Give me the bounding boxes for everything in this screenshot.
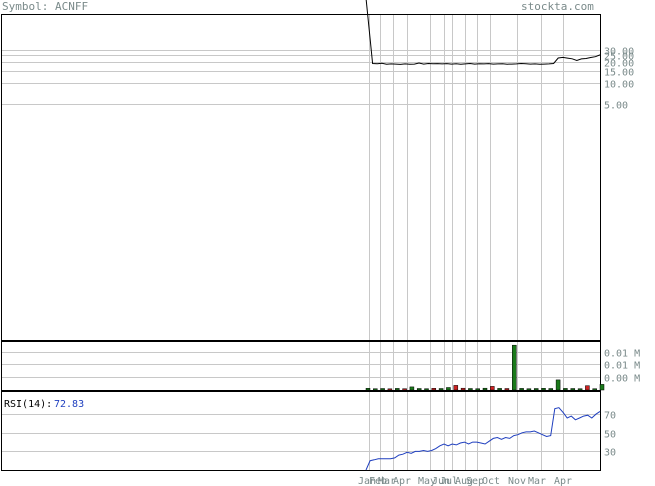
volume-bar <box>548 388 554 391</box>
rsi-tick-label: 70 <box>604 411 616 422</box>
volume-bar <box>365 388 371 391</box>
price-line <box>365 0 601 65</box>
volume-bar <box>585 385 590 391</box>
month-tick-label: Jun <box>432 476 450 486</box>
volume-bar <box>453 385 459 391</box>
rsi-tick-label: 30 <box>604 448 616 459</box>
rsi-line <box>365 407 601 471</box>
month-tick-label: Sep <box>466 476 484 486</box>
month-tick-label: Apr <box>393 476 411 486</box>
volume-bar <box>555 379 561 391</box>
volume-tick-label: 0.01 M <box>604 349 640 360</box>
volume-bar <box>395 388 400 391</box>
month-tick-label: Jul <box>440 476 458 486</box>
symbol-value: ACNFF <box>54 0 89 13</box>
panel-frame-2 <box>1 391 601 471</box>
rsi-panel <box>365 407 601 471</box>
month-tick-label: Feb <box>369 476 387 486</box>
volume-bar <box>599 384 605 391</box>
rsi-title: RSI(14): <box>4 399 52 410</box>
site-name[interactable]: stockta.com <box>521 0 594 13</box>
volume-bar <box>482 387 488 391</box>
volume-bar <box>504 388 510 391</box>
month-tick-label: Mar <box>528 476 546 486</box>
volume-bar <box>416 388 422 391</box>
volume-bar <box>446 387 451 391</box>
rsi-tick-label: 50 <box>604 430 616 441</box>
month-tick-label: Oct <box>482 476 500 486</box>
axis-labels: 30.0025.0020.0015.0010.005.00JanFebMarAp… <box>358 47 640 486</box>
volume-bar <box>402 388 407 391</box>
volume-bar <box>424 388 429 391</box>
panel-frames <box>1 14 601 471</box>
volume-bar <box>431 388 437 391</box>
price-panel <box>365 0 601 65</box>
grid-layer <box>1 14 600 470</box>
volume-bar <box>512 344 517 391</box>
volume-bar <box>380 388 385 391</box>
volume-bar <box>526 388 532 391</box>
volume-panel <box>365 344 605 391</box>
volume-tick-label: 0.00 M <box>604 374 640 385</box>
volume-bar <box>475 388 480 391</box>
month-tick-label: Apr <box>554 476 572 486</box>
month-tick-label: Jan <box>358 476 376 486</box>
volume-bar <box>541 388 546 391</box>
month-tick-label: Nov <box>508 476 526 486</box>
volume-bar <box>592 388 597 391</box>
month-tick-label: Aug <box>455 476 473 486</box>
month-tick-label: May <box>418 476 436 486</box>
volume-bar <box>563 388 568 391</box>
month-tick-label: Mar <box>378 476 396 486</box>
price-tick-label: 10.00 <box>604 80 634 91</box>
volume-bar <box>460 387 466 391</box>
volume-bar <box>570 388 576 391</box>
volume-bar <box>373 388 378 391</box>
panel-frame-1 <box>1 341 601 391</box>
volume-bar <box>438 388 444 391</box>
price-tick-label: 20.00 <box>604 59 634 70</box>
volume-tick-label: 0.01 M <box>604 361 640 372</box>
volume-bar <box>490 386 495 391</box>
volume-bar <box>519 388 524 391</box>
volume-bar <box>533 388 539 391</box>
price-tick-label: 30.00 <box>604 47 634 58</box>
volume-bar <box>468 388 473 391</box>
symbol-label: Symbol: <box>2 0 49 13</box>
price-tick-label: 5.00 <box>604 101 628 112</box>
price-tick-label: 25.00 <box>604 52 634 63</box>
volume-bar <box>497 388 502 391</box>
volume-bar <box>409 386 415 391</box>
price-tick-label: 15.00 <box>604 68 634 79</box>
panel-frame-0 <box>1 14 601 341</box>
rsi-last-value: 72.83 <box>54 399 84 410</box>
symbol-header: Symbol: ACNFF <box>2 0 88 13</box>
volume-bar <box>577 388 583 391</box>
volume-bar <box>387 388 393 391</box>
